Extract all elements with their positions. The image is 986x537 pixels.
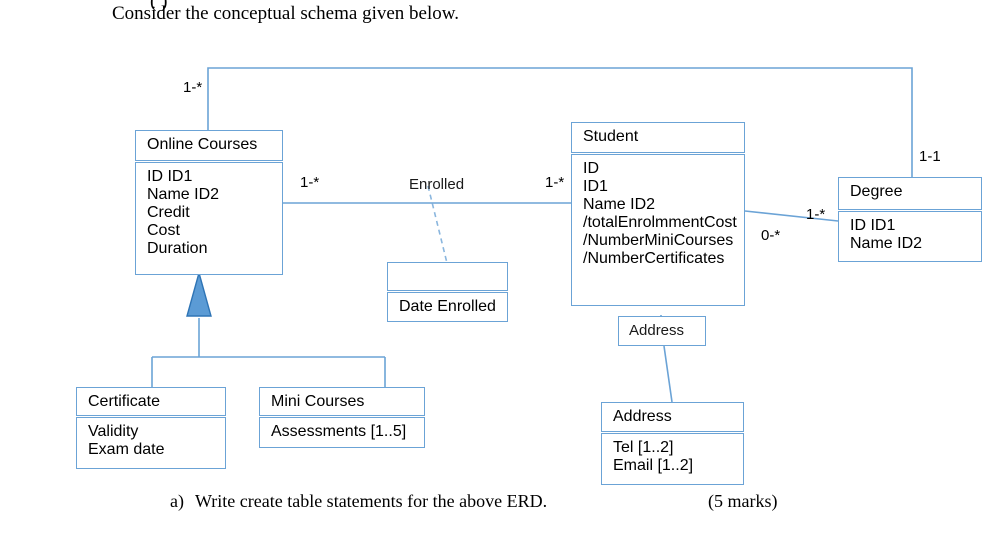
class-title-degree: Degree — [850, 183, 903, 200]
multiplicity-student-degree-lower: 0-* — [761, 227, 781, 244]
multiplicity-student-degree-upper: 1-* — [806, 206, 826, 223]
class-attributes-section: Validity Exam date — [76, 417, 226, 469]
class-title-section: Address — [601, 402, 744, 432]
attribute-name: ID — [147, 168, 163, 185]
class-title-section — [387, 262, 508, 291]
attribute-row: Exam date — [88, 441, 215, 459]
attribute-name: Credit — [147, 204, 190, 221]
class-attributes-section: ID ID1 Name ID2 — [838, 211, 982, 262]
association-label-box-address[interactable]: Address — [618, 316, 706, 346]
attribute-row: ID ID1 — [147, 168, 272, 186]
attribute-name: Exam date — [88, 441, 165, 458]
multiplicity-student-enrolled: 1-* — [545, 174, 565, 191]
attribute-name: Tel [1..2] — [613, 439, 674, 456]
multiplicity-self-top: 1-* — [183, 79, 203, 96]
attribute-name: Validity — [88, 423, 139, 440]
class-title-section: Online Courses — [135, 130, 283, 161]
multiplicity-courses-enrolled: 1-* — [300, 174, 320, 191]
attribute-row: Email [1..2] — [613, 457, 733, 475]
association-label-enrolled: Enrolled — [409, 176, 465, 193]
class-title-student: Student — [583, 128, 639, 145]
wire-courses-to-degree — [207, 67, 913, 177]
attribute-row: Name ID2 — [583, 196, 734, 214]
attribute-name: /NumberCertificates — [583, 250, 725, 267]
attribute-row: ID — [583, 160, 734, 178]
wire-student-degree — [744, 210, 839, 222]
question-text: Write create table statements for the ab… — [195, 491, 548, 511]
attribute-type: ID2 — [194, 186, 220, 203]
class-attributes-section: ID ID1 Name ID2 Credit Cost Duration — [135, 162, 283, 275]
attribute-row: Name ID2 — [147, 186, 272, 204]
clipped-text-above: ( ) — [150, 0, 168, 12]
marks-text: (5 marks) — [708, 491, 778, 511]
attribute-name: /NumberMiniCourses — [583, 232, 734, 249]
attribute-row: Name ID2 — [850, 235, 971, 253]
class-title-mini-courses: Mini Courses — [271, 393, 365, 410]
attribute-row: /NumberMiniCourses — [583, 232, 734, 250]
attribute-row: Date Enrolled — [399, 298, 497, 316]
class-title-online-courses: Online Courses — [147, 136, 258, 153]
attribute-name: Name — [147, 186, 190, 203]
class-box-degree[interactable]: Degree ID ID1 Name ID2 — [838, 177, 982, 262]
generalization-triangle-icon — [186, 270, 212, 317]
attribute-name: ID1 — [583, 178, 608, 195]
attribute-row: Tel [1..2] — [613, 439, 733, 457]
question-label: a) — [170, 491, 184, 511]
attribute-name: Duration — [147, 240, 208, 257]
class-box-date-enrolled[interactable]: Date Enrolled — [387, 262, 508, 322]
class-title-certificate: Certificate — [88, 393, 161, 410]
class-attributes-section: Tel [1..2] Email [1..2] — [601, 433, 744, 485]
class-box-certificate[interactable]: Certificate Validity Exam date — [76, 387, 226, 469]
attribute-row: Duration — [147, 240, 272, 258]
attribute-row: Assessments [1..5] — [271, 423, 414, 441]
class-title-section: Mini Courses — [259, 387, 425, 416]
attribute-row: /totalEnrolmmentCost — [583, 214, 737, 232]
association-label-address: Address — [629, 322, 685, 339]
class-title-section: Degree — [838, 177, 982, 210]
multiplicity-degree-top: 1-1 — [919, 148, 941, 165]
attribute-name: Name — [850, 235, 893, 252]
attribute-name: Date Enrolled — [399, 298, 496, 315]
class-title-address: Address — [613, 408, 672, 425]
attribute-row: /NumberCertificates — [583, 250, 734, 268]
attribute-name: Email [1..2] — [613, 457, 694, 474]
class-attributes-section: Assessments [1..5] — [259, 417, 425, 448]
class-attributes-section: Date Enrolled — [387, 292, 508, 322]
attribute-type: ID2 — [897, 235, 923, 252]
attribute-row: Validity — [88, 423, 215, 441]
attribute-name: Name — [583, 196, 626, 213]
attribute-row: ID ID1 — [850, 217, 971, 235]
attribute-type: ID1 — [167, 168, 193, 185]
attribute-name: ID — [850, 217, 866, 234]
attribute-name: /totalEnrolmmentCost — [583, 214, 737, 231]
attribute-name: ID — [583, 160, 599, 177]
page-heading: Consider the conceptual schema given bel… — [112, 3, 459, 24]
class-box-mini-courses[interactable]: Mini Courses Assessments [1..5] — [259, 387, 425, 448]
wire-address-link — [663, 345, 673, 403]
attribute-row: ID1 — [583, 178, 734, 196]
class-box-online-courses[interactable]: Online Courses ID ID1 Name ID2 Credit Co… — [135, 130, 283, 275]
wire-association-class-dashed — [427, 185, 448, 264]
address-label-section: Address — [619, 317, 705, 344]
class-title-section: Certificate — [76, 387, 226, 416]
attribute-type: ID1 — [870, 217, 896, 234]
attribute-name: Assessments [1..5] — [271, 423, 407, 440]
class-box-address[interactable]: Address Tel [1..2] Email [1..2] — [601, 402, 744, 485]
class-title-section: Student — [571, 122, 745, 153]
class-attributes-section: ID ID1 Name ID2 /totalEnrolmmentCost /Nu… — [571, 154, 745, 306]
attribute-type: ID2 — [630, 196, 656, 213]
attribute-row: Cost — [147, 222, 272, 240]
attribute-name: Cost — [147, 222, 180, 239]
class-box-student[interactable]: Student ID ID1 Name ID2 /totalEnrolmment… — [571, 122, 745, 306]
attribute-row: Credit — [147, 204, 272, 222]
